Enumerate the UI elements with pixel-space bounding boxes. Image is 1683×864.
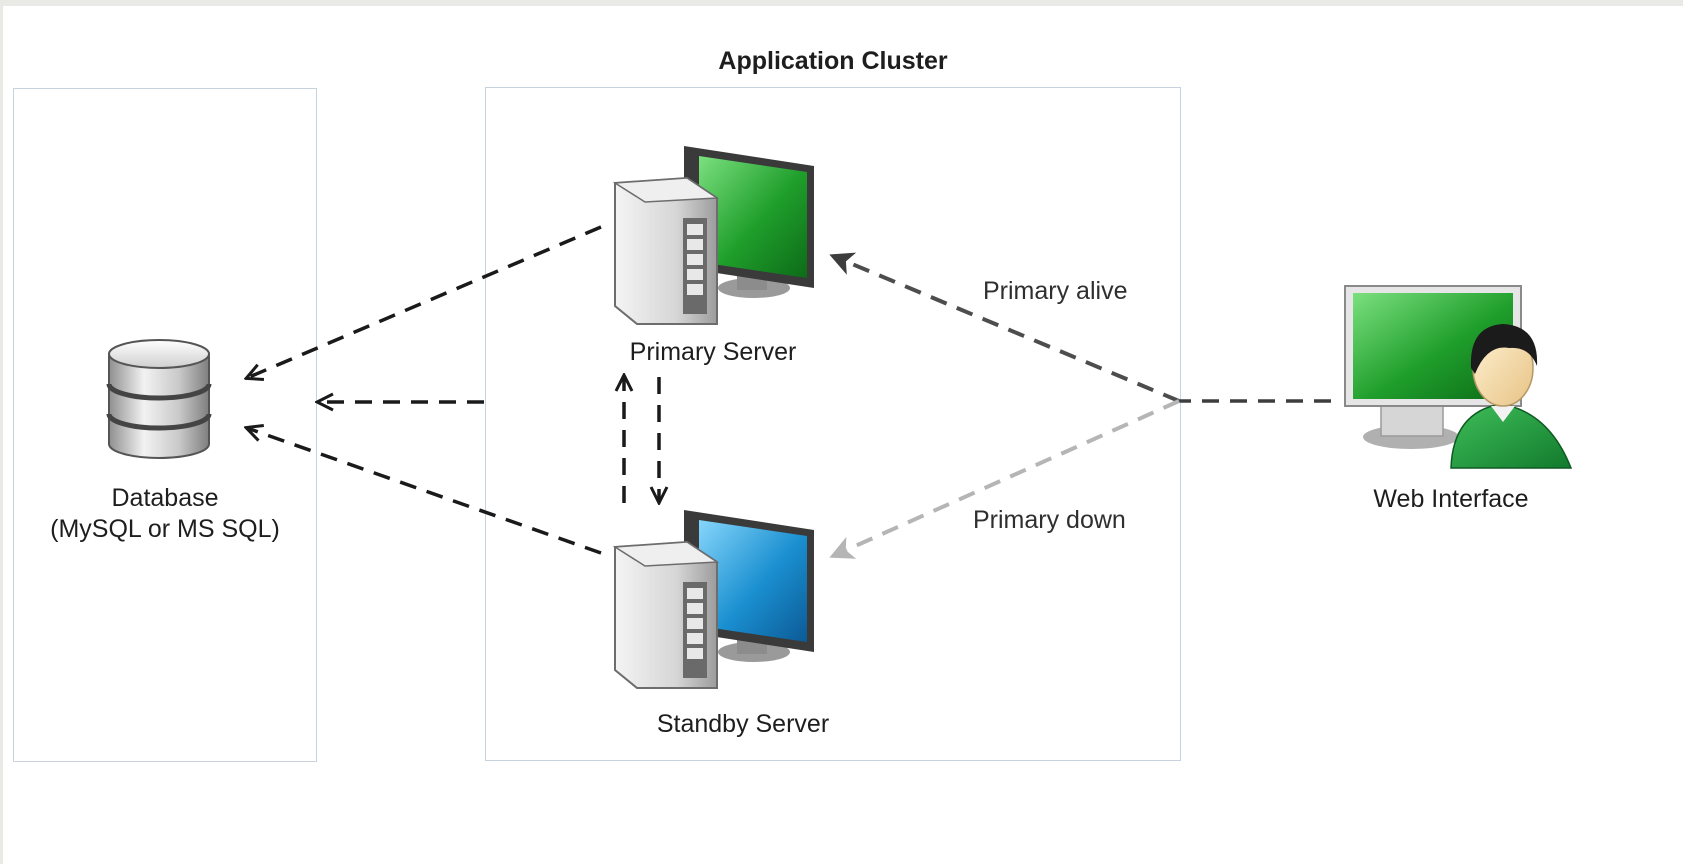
edge-primary-alive <box>829 252 1180 403</box>
primary-server-label: Primary Server <box>629 338 797 366</box>
web-interface-label: Web Interface <box>1373 485 1529 513</box>
database-label-line1: Database <box>111 484 219 512</box>
database-label: Database (MySQL or MS SQL) <box>23 483 307 545</box>
standby-server-node[interactable] <box>609 502 819 692</box>
primary-alive-label: Primary alive <box>983 277 1128 305</box>
server-computer-icon <box>612 146 814 325</box>
server-computer-icon <box>612 510 814 689</box>
user-workstation-icon <box>1344 285 1573 469</box>
primary-down-label: Primary down <box>973 506 1126 534</box>
database-cylinder-icon <box>106 339 212 459</box>
connectors <box>3 225 1331 559</box>
web-interface-node[interactable] <box>1341 282 1573 469</box>
cluster-title: Application Cluster <box>718 47 948 75</box>
primary-server-node[interactable] <box>609 138 819 328</box>
edge-primary-down <box>829 399 1180 559</box>
database-label-line2: (MySQL or MS SQL) <box>50 515 280 543</box>
diagram-canvas: Application Cluster <box>3 6 1683 864</box>
standby-server-label: Standby Server <box>656 710 830 738</box>
database-panel <box>13 88 317 762</box>
edge-standby-to-database <box>247 428 602 555</box>
application-cluster-panel <box>485 87 1181 761</box>
database-node[interactable] <box>103 336 215 462</box>
edge-primary-to-database <box>247 225 602 378</box>
